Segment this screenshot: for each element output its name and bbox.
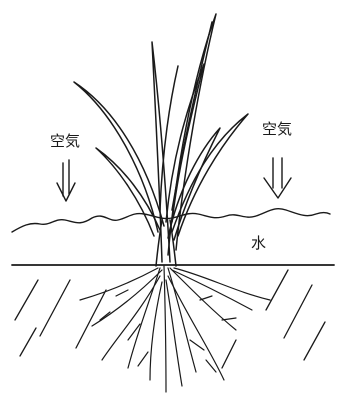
air-arrow-right bbox=[264, 158, 291, 198]
soil-hatching bbox=[15, 270, 325, 368]
roots bbox=[80, 266, 270, 392]
air-label-left: 空気 bbox=[50, 132, 80, 150]
air-label-right: 空気 bbox=[262, 120, 292, 138]
water-label: 水 bbox=[251, 234, 266, 252]
leaves bbox=[74, 14, 248, 266]
air-arrow-left bbox=[57, 160, 75, 201]
